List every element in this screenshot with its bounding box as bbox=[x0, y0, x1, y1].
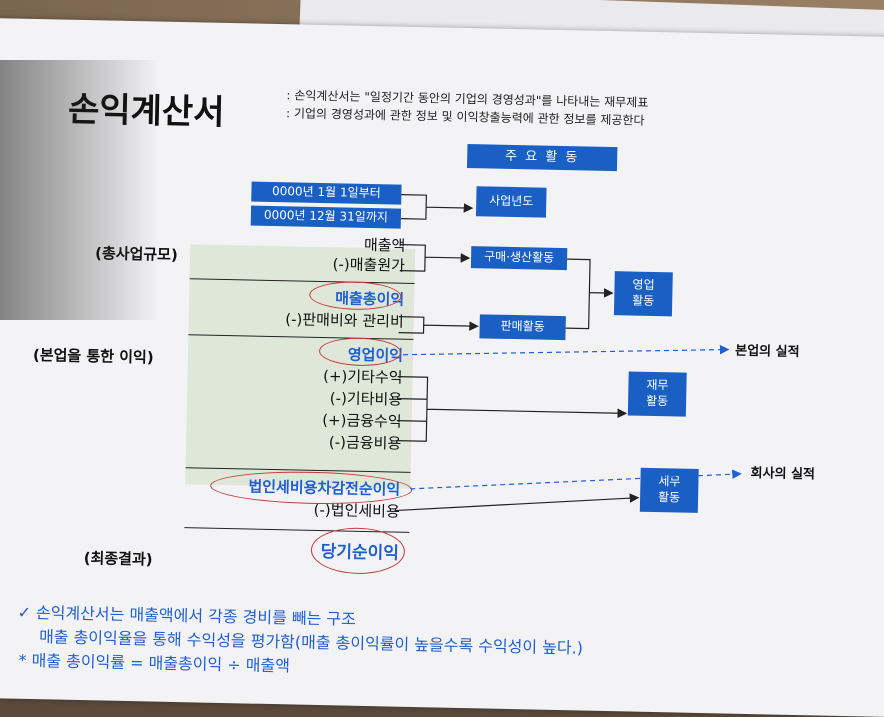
document-page: 손익계산서 : 손익계산서는 "일정기간 동안의 기업의 경영성과"를 나타내는… bbox=[0, 18, 884, 717]
note-company-performance: 회사의 실적 bbox=[750, 466, 816, 483]
photo-shadow bbox=[0, 60, 160, 320]
note-core-performance: 본업의 실적 bbox=[735, 343, 800, 361]
flow-arrows bbox=[394, 194, 742, 512]
